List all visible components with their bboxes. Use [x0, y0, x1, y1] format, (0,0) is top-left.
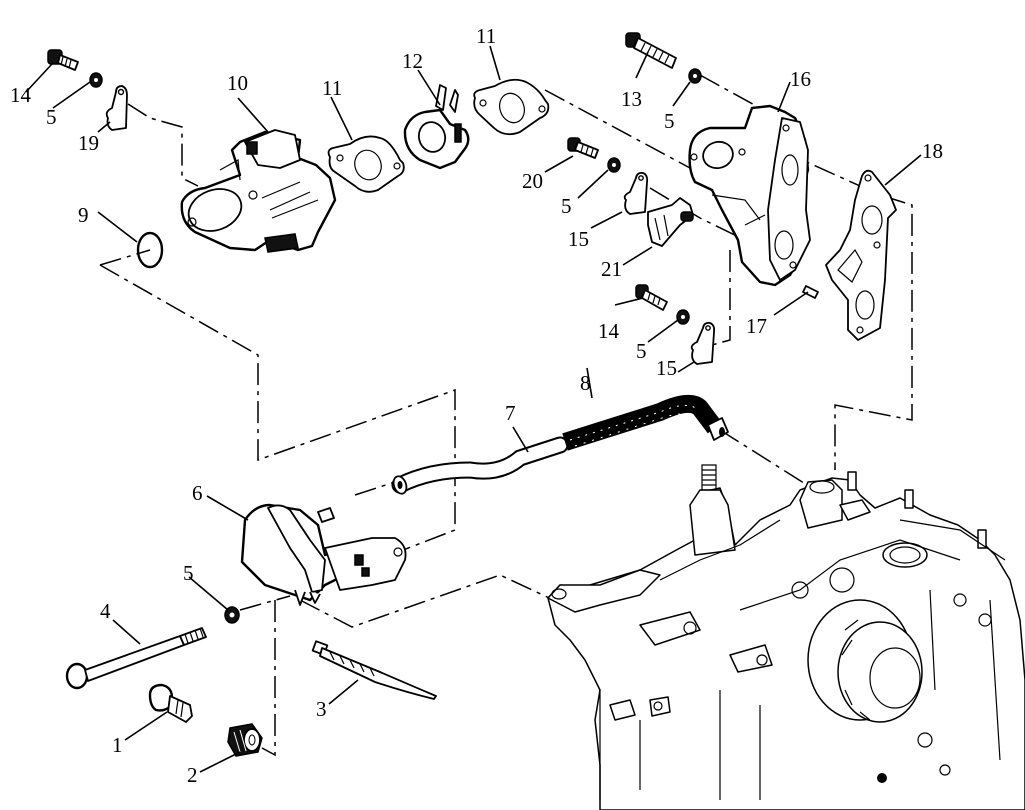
- guide-line-hose-to-block: [719, 429, 816, 491]
- callout-15-upper: 15: [568, 227, 589, 251]
- part-9-o-ring[interactable]: [136, 231, 164, 269]
- guide-line-5-bolt: [239, 595, 291, 611]
- part-13-bolt[interactable]: [625, 32, 677, 69]
- callout-9: 9: [78, 203, 89, 227]
- part-16-intake-manifold[interactable]: [688, 104, 811, 287]
- callout-5-bolt-4: 5: [183, 561, 194, 585]
- leader-lines: [25, 45, 922, 773]
- guide-line-hose-end: [354, 481, 396, 496]
- callout-16: 16: [790, 67, 811, 91]
- guide-line-15a: [649, 187, 746, 241]
- part-21-sensor[interactable]: [647, 197, 694, 247]
- part-12-flange-adapter[interactable]: [403, 84, 470, 170]
- part-11-gasket-left[interactable]: [327, 135, 405, 193]
- callout-13: 13: [621, 87, 642, 111]
- part-5-washer-13[interactable]: [688, 68, 702, 84]
- callout-5-13: 5: [664, 109, 675, 133]
- callout-14-lower: 14: [598, 319, 620, 343]
- callout-19: 19: [78, 131, 99, 155]
- guide-line-filter-to-block: [299, 574, 561, 628]
- callout-2: 2: [187, 763, 198, 787]
- part-5-washer-bolt-4[interactable]: [224, 606, 240, 624]
- engine-block[interactable]: [547, 464, 1025, 810]
- callout-14-top: 14: [10, 83, 32, 107]
- part-15-clamp-upper[interactable]: [623, 171, 649, 215]
- part-3-cable-tie[interactable]: [311, 640, 437, 700]
- callout-20: 20: [522, 169, 543, 193]
- callout-3: 3: [316, 697, 327, 721]
- callout-12: 12: [402, 49, 423, 73]
- callout-17: 17: [746, 314, 767, 338]
- guide-line-13: [699, 74, 761, 109]
- part-5-washer-lower[interactable]: [676, 309, 690, 325]
- part-19-clamp[interactable]: [105, 85, 128, 131]
- guide-line-15b: [711, 250, 731, 346]
- part-5-washer-20[interactable]: [607, 157, 621, 173]
- part-15-clamp-lower[interactable]: [690, 321, 716, 365]
- part-11-gasket-right[interactable]: [473, 78, 550, 136]
- guide-line-14-to-throttle: [127, 103, 199, 187]
- callout-5-lower: 5: [636, 339, 647, 363]
- part-5-washer-top-left[interactable]: [89, 72, 103, 88]
- callout-8: 8: [580, 371, 591, 395]
- callout-11-right: 11: [476, 24, 496, 48]
- part-20-bolt[interactable]: [567, 137, 599, 159]
- part-1-hose-fitting[interactable]: [148, 683, 193, 723]
- guide-line-throttle-to-filter: [99, 264, 456, 553]
- callout-15-lower: 15: [656, 356, 677, 380]
- part-14-bolt-top[interactable]: [47, 49, 79, 71]
- guide-line-9: [99, 249, 151, 266]
- callout-7: 7: [505, 401, 516, 425]
- callout-11-left: 11: [322, 76, 342, 100]
- callout-1: 1: [112, 733, 123, 757]
- callout-21: 21: [601, 257, 622, 281]
- part-2-grommet[interactable]: [227, 723, 263, 757]
- part-14-bolt-lower[interactable]: [635, 284, 668, 311]
- part-7-fuel-hose[interactable]: [391, 436, 569, 496]
- part-8-hose-protector[interactable]: [562, 394, 729, 451]
- guide-line-2: [261, 600, 276, 757]
- callout-6: 6: [192, 481, 203, 505]
- part-10-throttle-body[interactable]: [180, 129, 337, 253]
- part-4-long-bolt[interactable]: [65, 627, 207, 690]
- callout-10: 10: [227, 71, 248, 95]
- part-17-dowel-pin[interactable]: [802, 285, 819, 299]
- callout-labels: 14 5 19 10 9 11 12 11 13 5 16 18 20 5 15…: [10, 24, 943, 787]
- part-18-manifold-gasket[interactable]: [825, 169, 897, 341]
- part-6-fuel-filter[interactable]: [240, 503, 407, 606]
- callout-4: 4: [100, 599, 111, 623]
- callout-18: 18: [922, 139, 943, 163]
- callout-5-20: 5: [561, 194, 572, 218]
- callout-5-top-left: 5: [46, 105, 57, 129]
